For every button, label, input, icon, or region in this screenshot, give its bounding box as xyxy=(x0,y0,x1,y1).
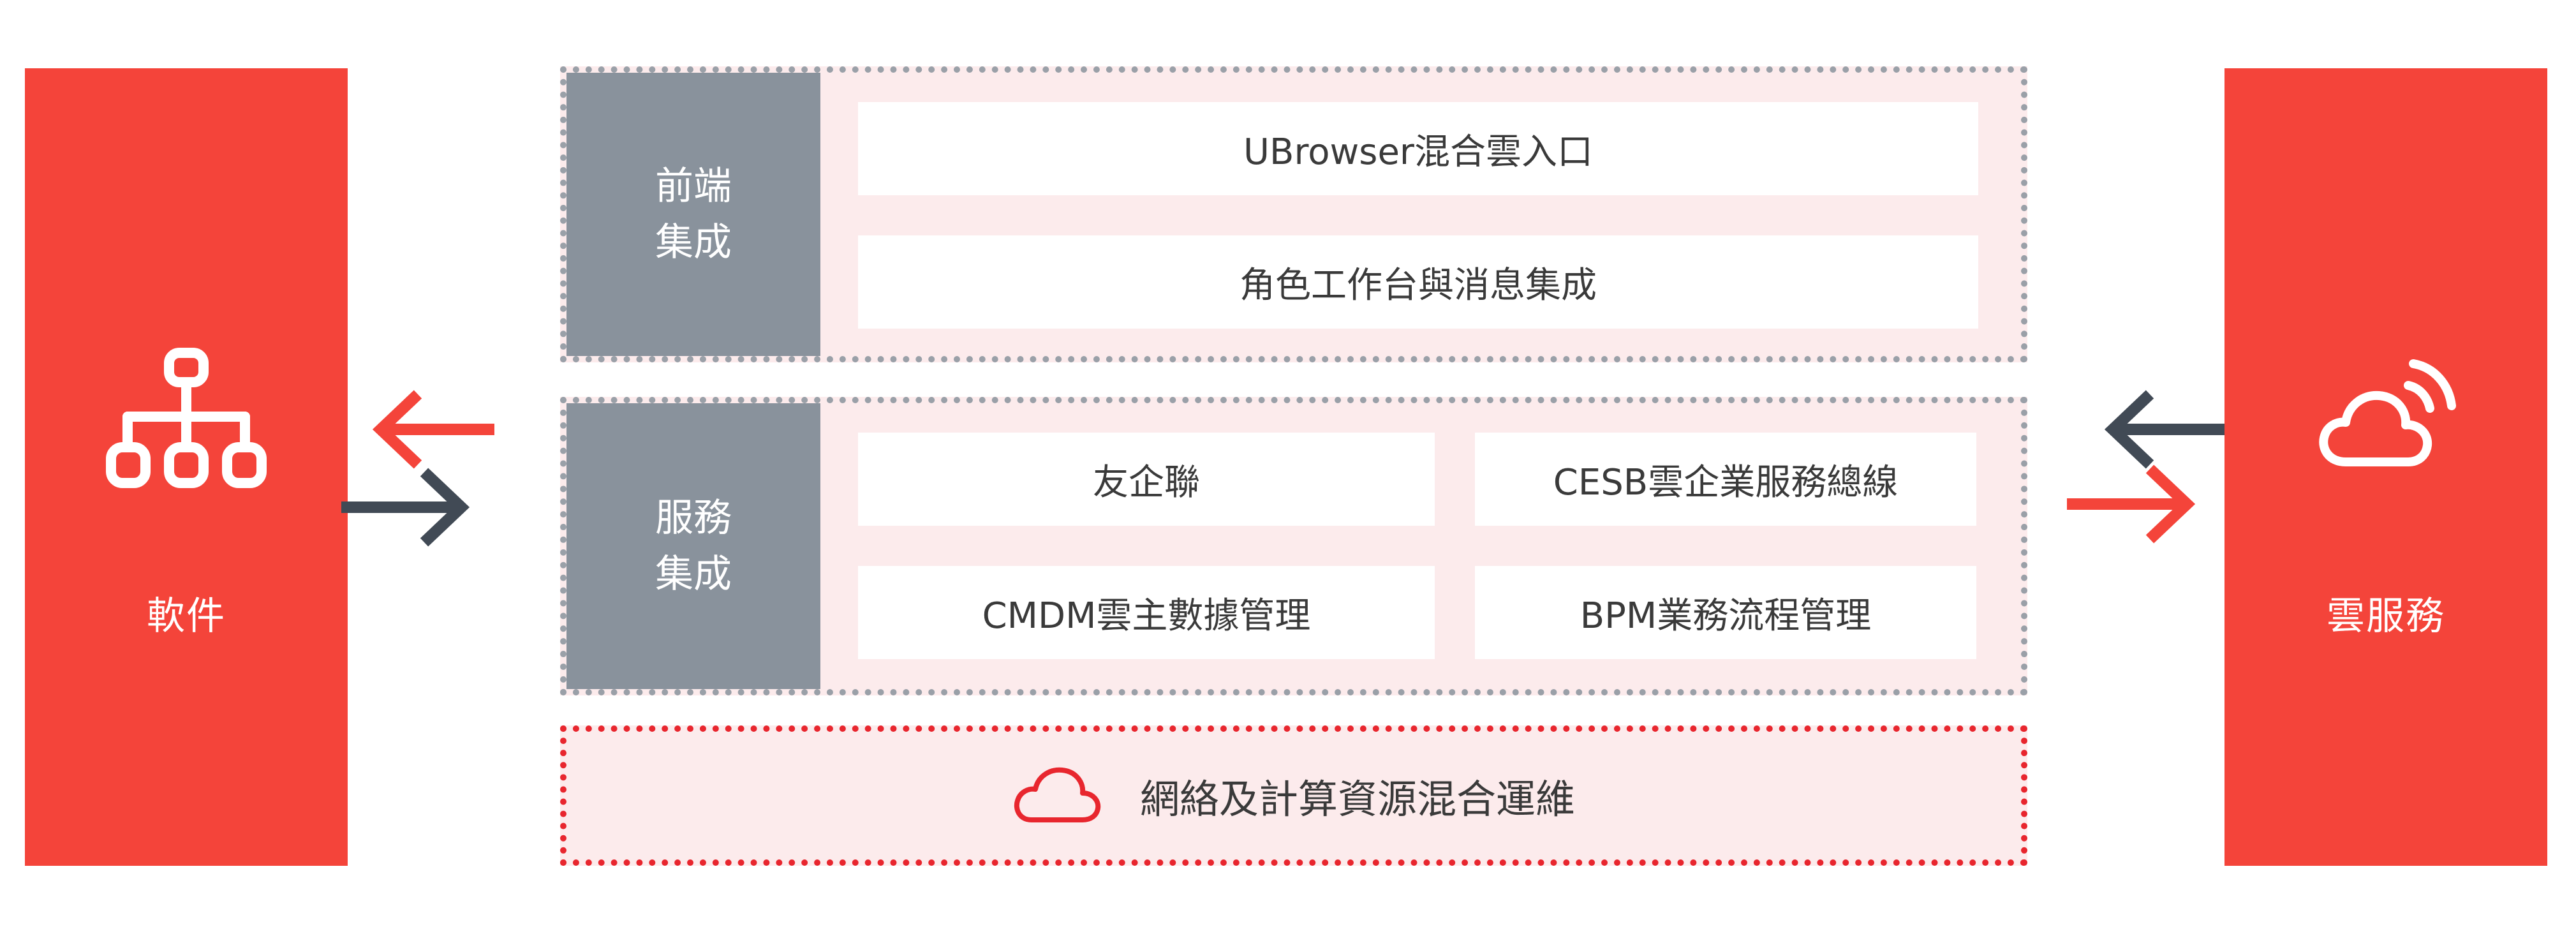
cloud-service-label: 雲服務 xyxy=(2327,594,2445,639)
cmdm-card: CMDM雲主數據管理 xyxy=(858,566,1435,659)
role-workbench-card: 角色工作台與消息集成 xyxy=(858,235,1978,329)
service-integration-section: 服務 集成 友企聯 CESB雲企業服務總線 CMDM雲主數據管理 BPM業務流程… xyxy=(560,397,2027,695)
software-label: 軟件 xyxy=(147,594,226,639)
cloud-icon xyxy=(1014,767,1101,822)
ubrowser-card: UBrowser混合雲入口 xyxy=(858,102,1978,195)
arrow-right-dark xyxy=(341,468,470,547)
hybrid-ops-label: 網絡及計算資源混合運維 xyxy=(1139,776,1575,822)
cloud-service-panel: 雲服務 xyxy=(2224,68,2547,866)
youqilian-card: 友企聯 xyxy=(858,433,1435,526)
network-hierarchy-icon xyxy=(106,348,267,488)
cesb-card: CESB雲企業服務總線 xyxy=(1475,433,1976,526)
arrow-left-dark xyxy=(2104,390,2225,469)
front-end-integration-label: 前端 集成 xyxy=(566,73,820,356)
arrow-left-red xyxy=(372,390,494,469)
software-panel: 軟件 xyxy=(25,68,348,866)
front-end-integration-section: 前端 集成 UBrowser混合雲入口 角色工作台與消息集成 xyxy=(560,66,2027,362)
arrow-right-red xyxy=(2067,464,2196,544)
hybrid-ops-bar: 網絡及計算資源混合運維 xyxy=(560,725,2027,866)
service-integration-label: 服務 集成 xyxy=(566,403,820,689)
cloud-wireless-icon xyxy=(2319,359,2456,466)
bpm-card: BPM業務流程管理 xyxy=(1475,566,1976,659)
